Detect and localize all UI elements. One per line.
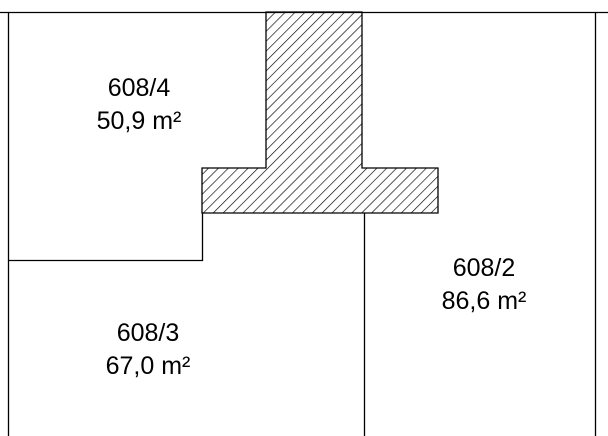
parcel-608-4-label: 608/4 50,9 m² [64,72,214,138]
hatched-common-area [201,11,439,214]
parcel-area: 50,9 m² [96,107,182,135]
parcel-number: 608/4 [107,74,171,102]
parcel-area: 86,6 m² [441,287,527,315]
parcel-608-3-label: 608/3 67,0 m² [73,317,223,383]
parcel-608-2-label: 608/2 86,6 m² [409,252,559,318]
parcel-number: 608/2 [452,254,516,282]
parcel-number: 608/3 [116,319,180,347]
parcel-608-4-boundary [8,213,204,262]
parcel-area: 67,0 m² [105,352,191,380]
